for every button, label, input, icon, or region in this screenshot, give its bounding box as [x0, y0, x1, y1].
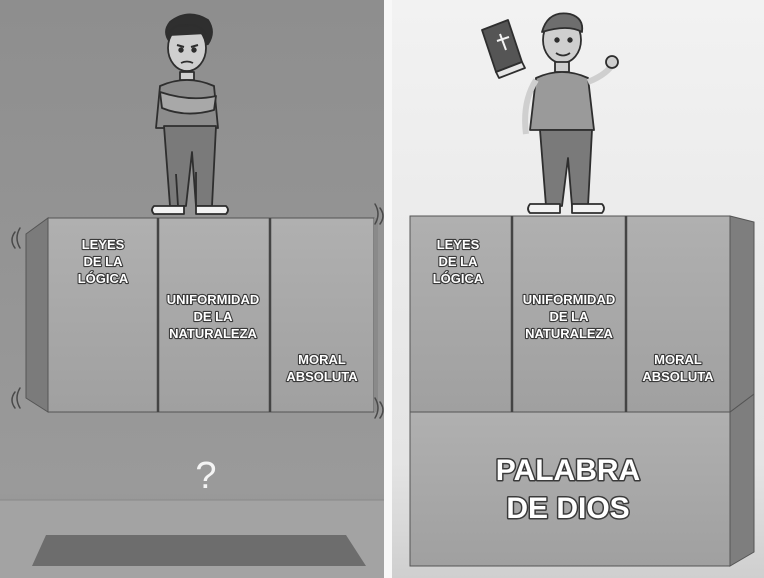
bible-icon — [481, 19, 526, 79]
left-pillar-3-line-1: MORAL — [298, 352, 346, 367]
foundation-label-line-2: DE DIOS — [506, 492, 629, 525]
left-pillar-1-line-1: LEYES — [82, 237, 125, 252]
right-pillar-3-line-2: ABSOLUTA — [642, 369, 714, 384]
left-pillar-1-line-2: DE LA — [84, 254, 124, 269]
believer-figure — [481, 12, 619, 214]
right-pillar-2-line-2: DE LA — [550, 309, 590, 324]
left-pillar-2-line-3: NATURALEZA — [169, 326, 257, 341]
left-pillar-1-line-3: LÓGICA — [78, 271, 129, 286]
foundation-label-line-1: PALABRA — [496, 454, 640, 487]
right-pillar-1-line-2: DE LA — [439, 254, 479, 269]
skeptic-figure — [151, 13, 229, 215]
left-pillar-2-line-2: DE LA — [194, 309, 234, 324]
left-pillar-3-line-2: ABSOLUTA — [286, 369, 358, 384]
right-pillar-1-line-1: LEYES — [437, 237, 480, 252]
right-panel: LEYES DE LA LÓGICA UNIFORMIDAD DE LA NAT… — [392, 0, 764, 578]
empty-foundation-shadow — [32, 535, 366, 566]
left-panel: LEYES DE LA LÓGICA UNIFORMIDAD DE LA NAT… — [0, 0, 384, 578]
right-pillar-2-line-3: NATURALEZA — [525, 326, 613, 341]
right-pillar-3-line-1: MORAL — [654, 352, 702, 367]
foundation-block — [409, 393, 755, 567]
left-pillar-2-line-1: UNIFORMIDAD — [167, 292, 259, 307]
right-pillar-2-line-1: UNIFORMIDAD — [523, 292, 615, 307]
panel-divider — [384, 0, 392, 578]
right-pillar-block — [409, 215, 755, 413]
wobble-marks — [11, 203, 384, 419]
missing-foundation-question-mark: ? — [195, 455, 216, 497]
right-pillar-1-line-3: LÓGICA — [433, 271, 484, 286]
left-pillar-block — [25, 217, 378, 413]
